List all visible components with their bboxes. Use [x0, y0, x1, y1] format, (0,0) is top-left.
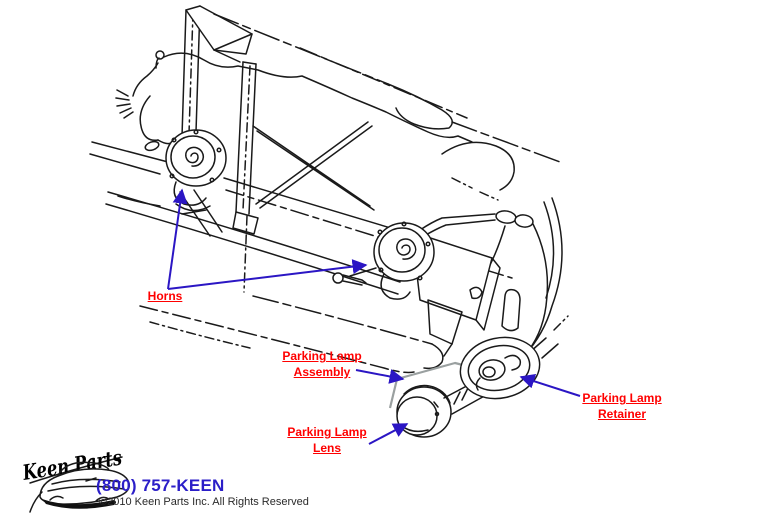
leader-arrows	[167, 188, 581, 445]
label-horns[interactable]: Horns	[147, 289, 183, 303]
label-parking-lamp-retainer[interactable]: Parking Lamp Retainer	[582, 391, 662, 421]
phone-number: (800) 757-KEEN	[96, 476, 225, 495]
radiator-support-drawing	[180, 5, 259, 293]
copyright-text: ©2010 Keen Parts Inc. All Rights Reserve…	[99, 496, 309, 508]
fender-lines-drawing	[213, 13, 569, 359]
horn-left-drawing	[139, 95, 227, 215]
horn-right-drawing	[332, 221, 501, 357]
label-parking-lamp-assembly[interactable]: Parking Lamp Assembly	[282, 349, 362, 379]
label-parking-lamp-lens[interactable]: Parking Lamp Lens	[287, 425, 367, 455]
logo-car-sketch	[29, 461, 130, 513]
parking-lamp-drawing	[388, 336, 541, 438]
